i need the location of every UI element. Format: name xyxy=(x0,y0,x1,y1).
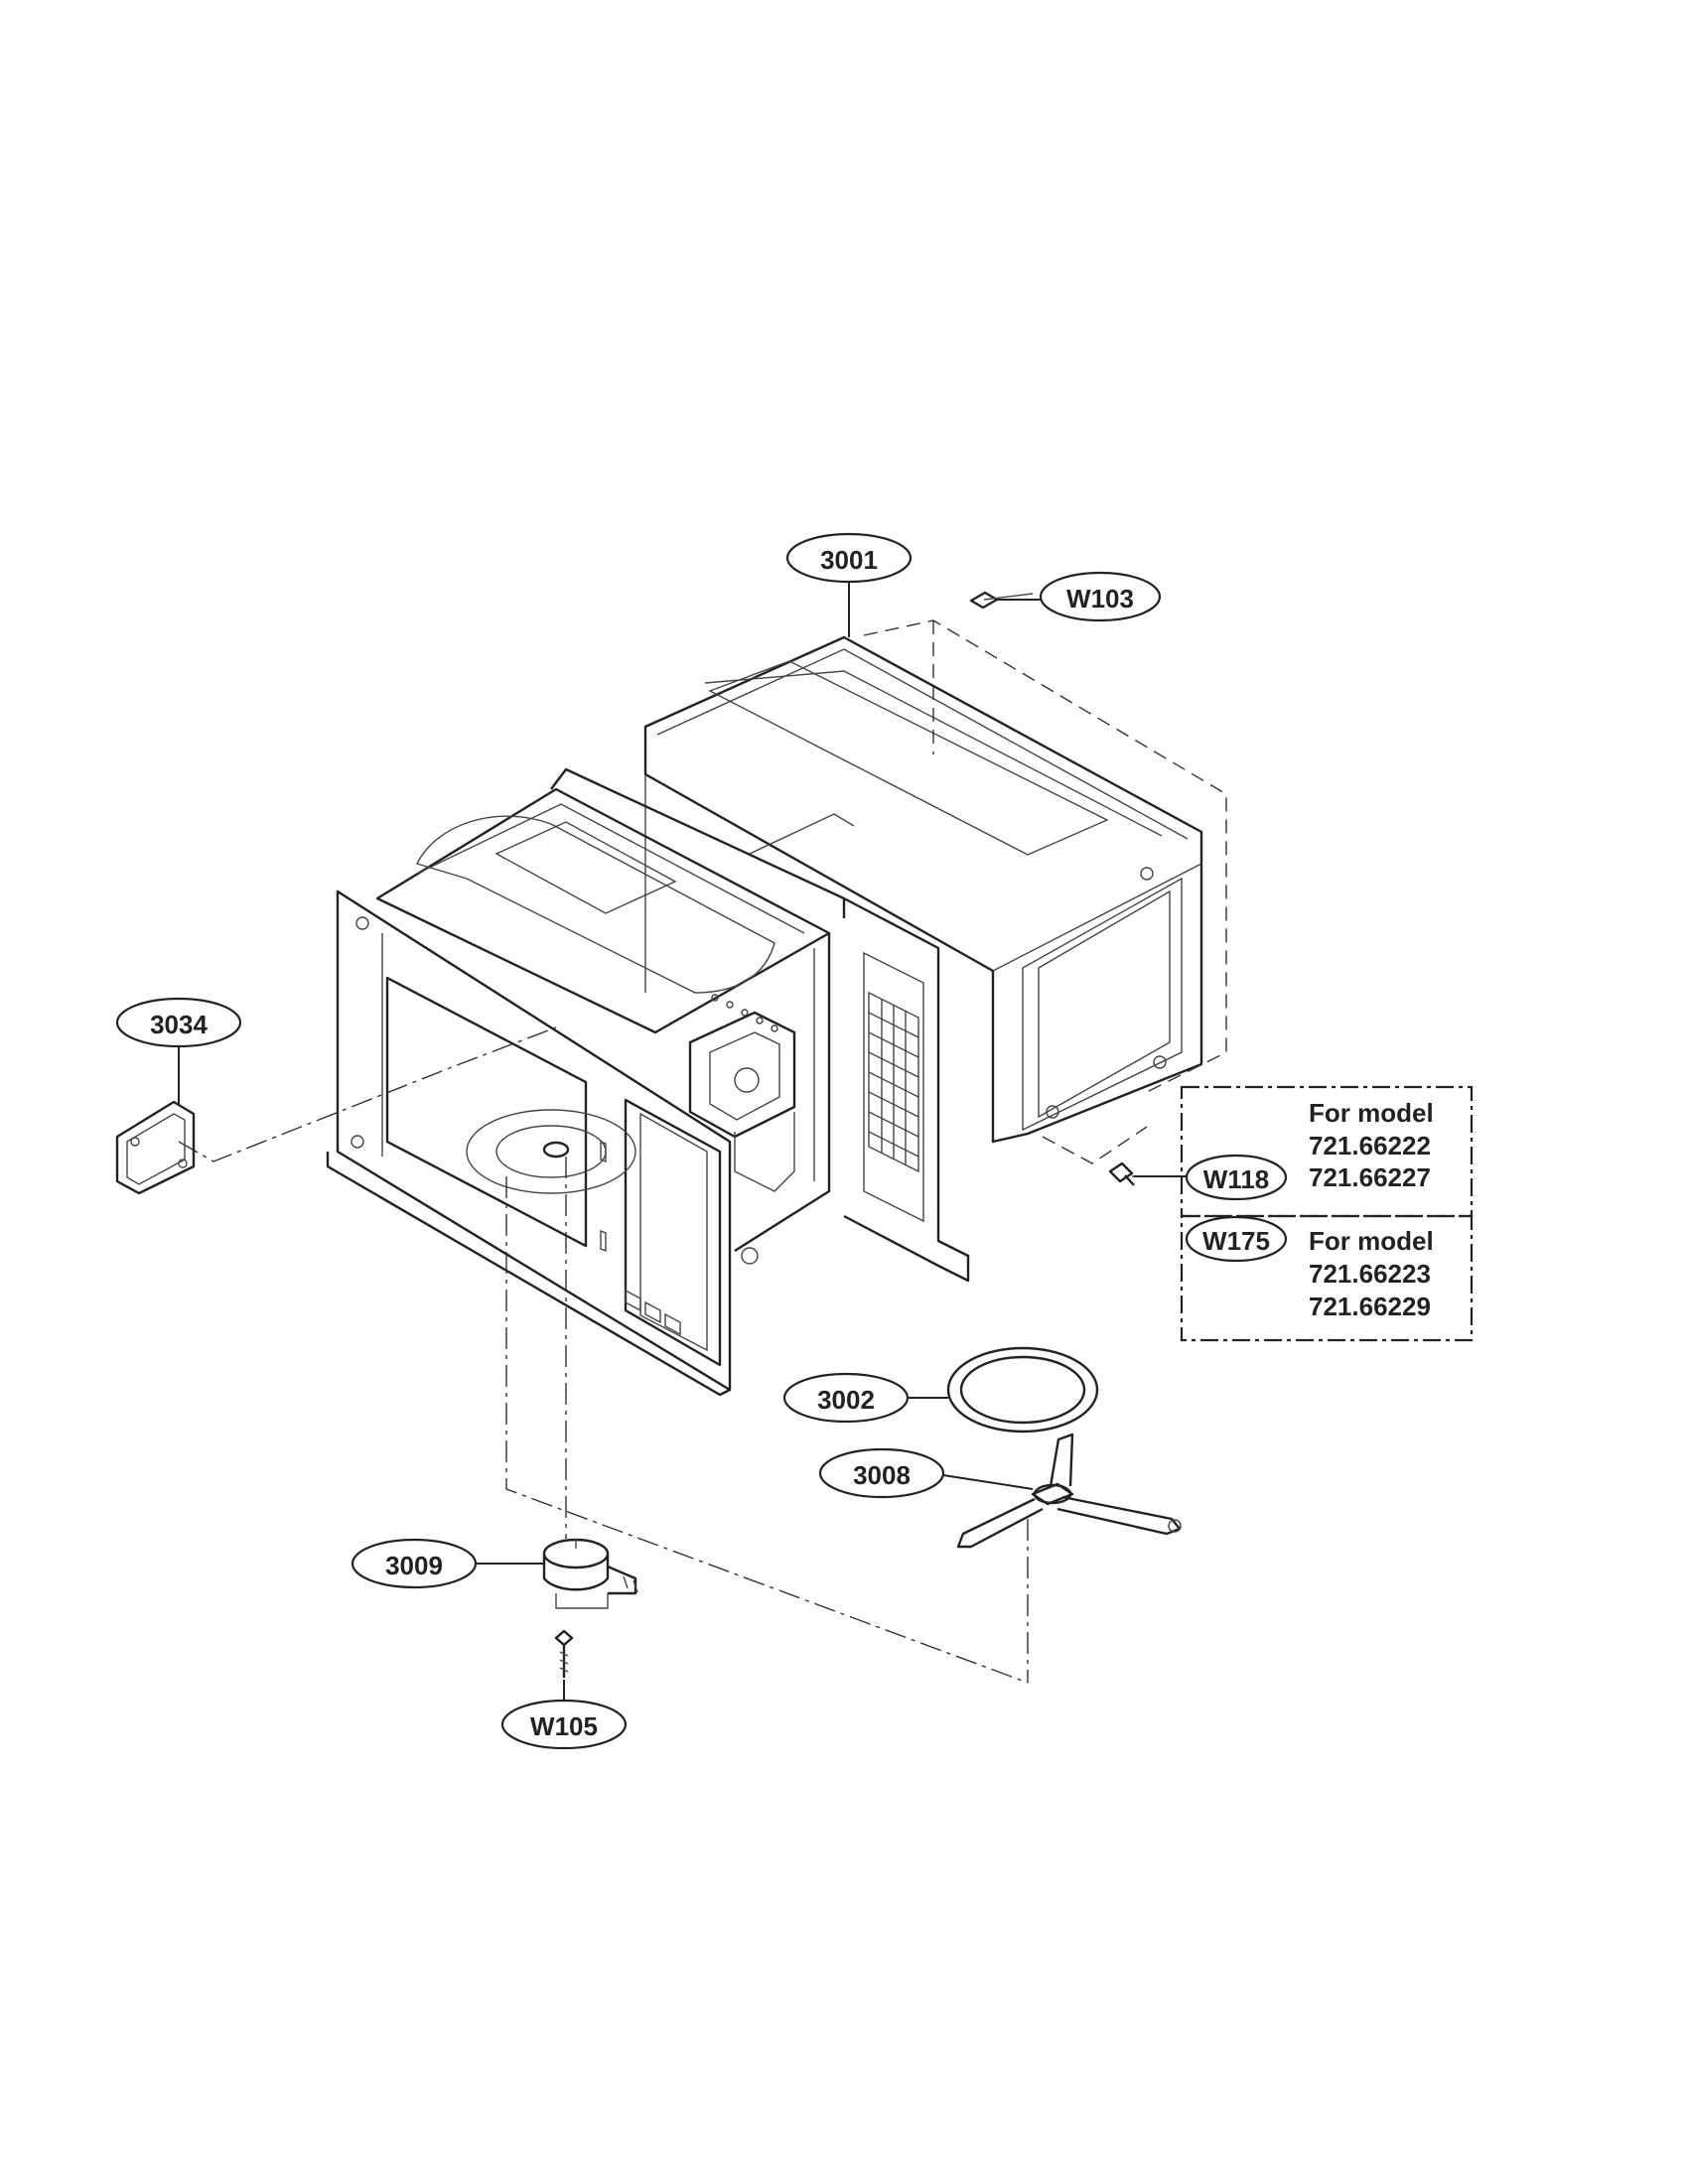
hidden-outline-3 xyxy=(1042,1126,1148,1164)
outer-cabinet-part-3001 xyxy=(643,635,1203,1144)
callout-W105: W105 xyxy=(500,1699,628,1750)
leader-lines xyxy=(178,581,1190,1700)
turntable-support-part-3008 xyxy=(956,1433,1182,1549)
callout-W105-text: W105 xyxy=(530,1711,598,1741)
callout-3008-text: 3008 xyxy=(853,1460,911,1490)
callout-3001: 3001 xyxy=(785,532,913,584)
callout-3034: 3034 xyxy=(115,997,242,1048)
model-note-2-line-b: 721.66229 xyxy=(1309,1292,1431,1321)
callout-3034-text: 3034 xyxy=(150,1010,208,1039)
callout-W175-text: W175 xyxy=(1202,1226,1270,1256)
roller-ring-part-3002 xyxy=(946,1346,1099,1433)
callout-3009: 3009 xyxy=(351,1538,478,1589)
magnetron-block xyxy=(688,1011,796,1192)
turntable-motor-part-3009 xyxy=(542,1538,638,1609)
model-note-group-1: For model 721.66222 721.66227 xyxy=(1180,1085,1474,1218)
model-note-group-2: For model 721.66223 721.66229 xyxy=(1180,1214,1474,1342)
callout-W118-text: W118 xyxy=(1203,1164,1270,1194)
model-note-2-line-a: 721.66223 xyxy=(1309,1259,1431,1289)
model-note-1-title: For model xyxy=(1309,1098,1434,1128)
oven-cavity-assembly xyxy=(326,767,970,1397)
cavity-turntable xyxy=(466,1109,636,1194)
callout-3009-text: 3009 xyxy=(385,1551,443,1580)
model-note-1-line-a: 721.66222 xyxy=(1309,1131,1431,1160)
callout-3002-text: 3002 xyxy=(817,1385,875,1415)
model-note-2-title: For model xyxy=(1309,1226,1434,1256)
assembly-line-cavity-base xyxy=(505,1176,1029,1684)
screw-part-W105 xyxy=(554,1629,574,1678)
model-note-1-line-b: 721.66227 xyxy=(1309,1162,1431,1192)
screw-part-W118 xyxy=(1108,1161,1174,1186)
hidden-outline xyxy=(863,619,1227,1093)
callout-W103-text: W103 xyxy=(1066,584,1134,614)
callout-3008: 3008 xyxy=(818,1447,945,1499)
assembly-line-3034 xyxy=(178,1026,557,1162)
callout-W103: W103 xyxy=(1039,571,1162,622)
vent-mesh xyxy=(868,991,919,1173)
cover-plate-part-3034 xyxy=(115,1100,196,1195)
callout-3001-text: 3001 xyxy=(820,545,878,575)
callout-3002: 3002 xyxy=(782,1372,910,1424)
callout-W118: W118 xyxy=(1185,1154,1288,1201)
callout-W175: W175 xyxy=(1185,1215,1288,1263)
